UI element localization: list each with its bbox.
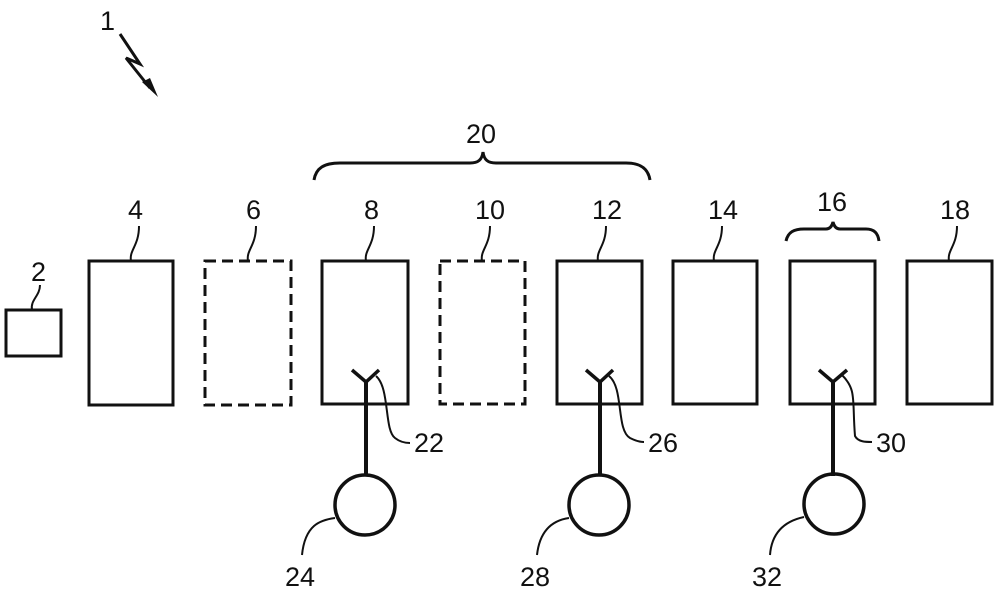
label-26: 26 <box>648 428 678 458</box>
label-16: 16 <box>817 187 847 217</box>
antenna-assembly-22-24: 22 24 <box>285 368 444 592</box>
box-6: 6 <box>203 195 293 407</box>
label-30: 30 <box>876 428 906 458</box>
label-2: 2 <box>31 257 46 287</box>
circle-24 <box>333 473 397 537</box>
label-8: 8 <box>364 195 379 225</box>
label-14: 14 <box>708 195 738 225</box>
antenna-assembly-26-28: 26 28 <box>520 368 678 592</box>
antenna-icon <box>350 368 381 385</box>
box-10: 10 <box>438 195 527 406</box>
label-32: 32 <box>752 562 782 592</box>
circle-28 <box>567 473 631 537</box>
antenna-assembly-30-32: 30 32 <box>752 368 906 592</box>
box-8: 8 <box>320 195 410 406</box>
box-14: 14 <box>671 195 759 406</box>
group-brace-20: 20 <box>312 119 652 181</box>
box-2: 2 <box>4 257 63 358</box>
label-6: 6 <box>246 195 261 225</box>
label-18: 18 <box>940 195 970 225</box>
label-28: 28 <box>520 562 550 592</box>
circle-32 <box>802 472 866 536</box>
zigzag-arrow-icon <box>118 33 158 97</box>
label-system-1: 1 <box>100 6 115 36</box>
antenna-icon <box>584 368 615 385</box>
label-24: 24 <box>285 562 315 592</box>
box-12: 12 <box>555 195 644 406</box>
label-12: 12 <box>592 195 622 225</box>
label-4: 4 <box>128 195 143 225</box>
label-10: 10 <box>475 195 505 225</box>
label-20: 20 <box>466 119 496 149</box>
box-4: 4 <box>87 195 175 407</box>
box-18: 18 <box>905 195 994 406</box>
box-16: 16 <box>784 187 881 406</box>
label-22: 22 <box>414 428 444 458</box>
